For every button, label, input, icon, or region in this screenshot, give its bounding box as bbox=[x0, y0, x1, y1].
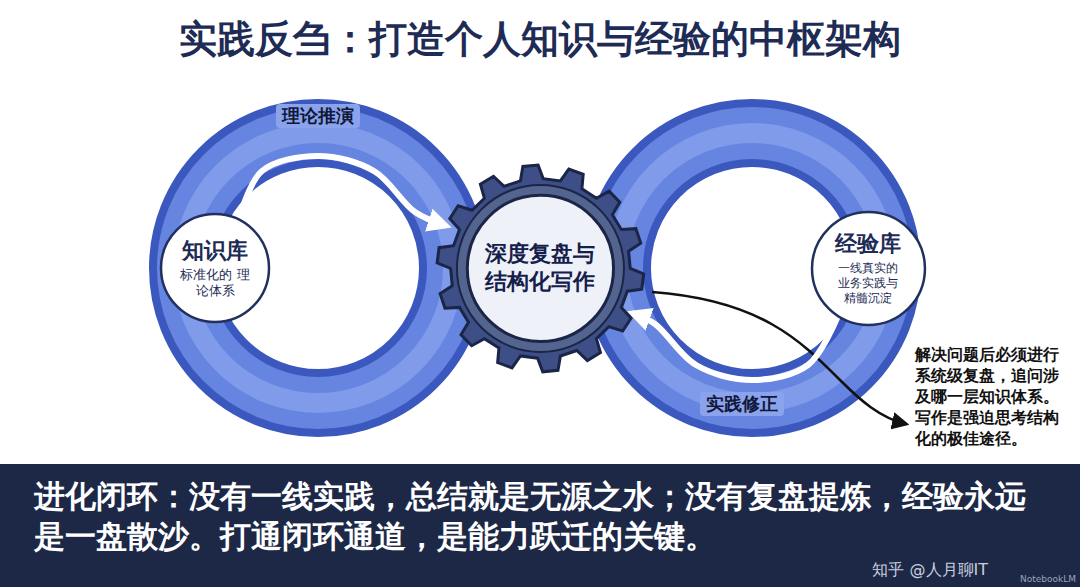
callout-note: 解决问题后必须进行 系统级复盘，追问涉 及哪一层知识体系。 写作是强迫思考结构 … bbox=[915, 344, 1067, 449]
watermark: NotebookLM bbox=[1020, 574, 1076, 585]
infinity-band bbox=[183, 133, 887, 403]
experience-circle: 经验库一线真实的 业务实践与 精髓沉淀 bbox=[810, 210, 927, 327]
summary-caption: 进化闭环：没有一线实践，总结就是无源之水；没有复盘提炼，经验永远是一盘散沙。打通… bbox=[34, 476, 1044, 556]
watermark: 知乎 @人月聊IT bbox=[872, 560, 988, 580]
node-body: 一线真实的 业务实践与 精髓沉淀 bbox=[833, 261, 903, 306]
node-body: 标准化的 理论体系 bbox=[180, 267, 250, 300]
gear-outline bbox=[436, 164, 645, 373]
diagram-title: 实践反刍：打造个人知识与经验的中枢架构 bbox=[0, 14, 1080, 65]
node-heading: 深度复盘与 结构化写作 bbox=[481, 240, 599, 295]
knowledge-circle: 知识库标准化的 理论体系 bbox=[159, 212, 271, 324]
flow-label: 理论推演 bbox=[276, 104, 360, 128]
flow-arrow bbox=[239, 156, 444, 225]
node-heading: 知识库 bbox=[182, 237, 248, 265]
flow-label: 实践修正 bbox=[700, 392, 784, 416]
gear-hub: 深度复盘与 结构化写作 bbox=[436, 164, 645, 373]
flow-arrow bbox=[634, 314, 837, 380]
node-heading: 经验库 bbox=[835, 230, 901, 258]
summary-band bbox=[0, 464, 1080, 587]
